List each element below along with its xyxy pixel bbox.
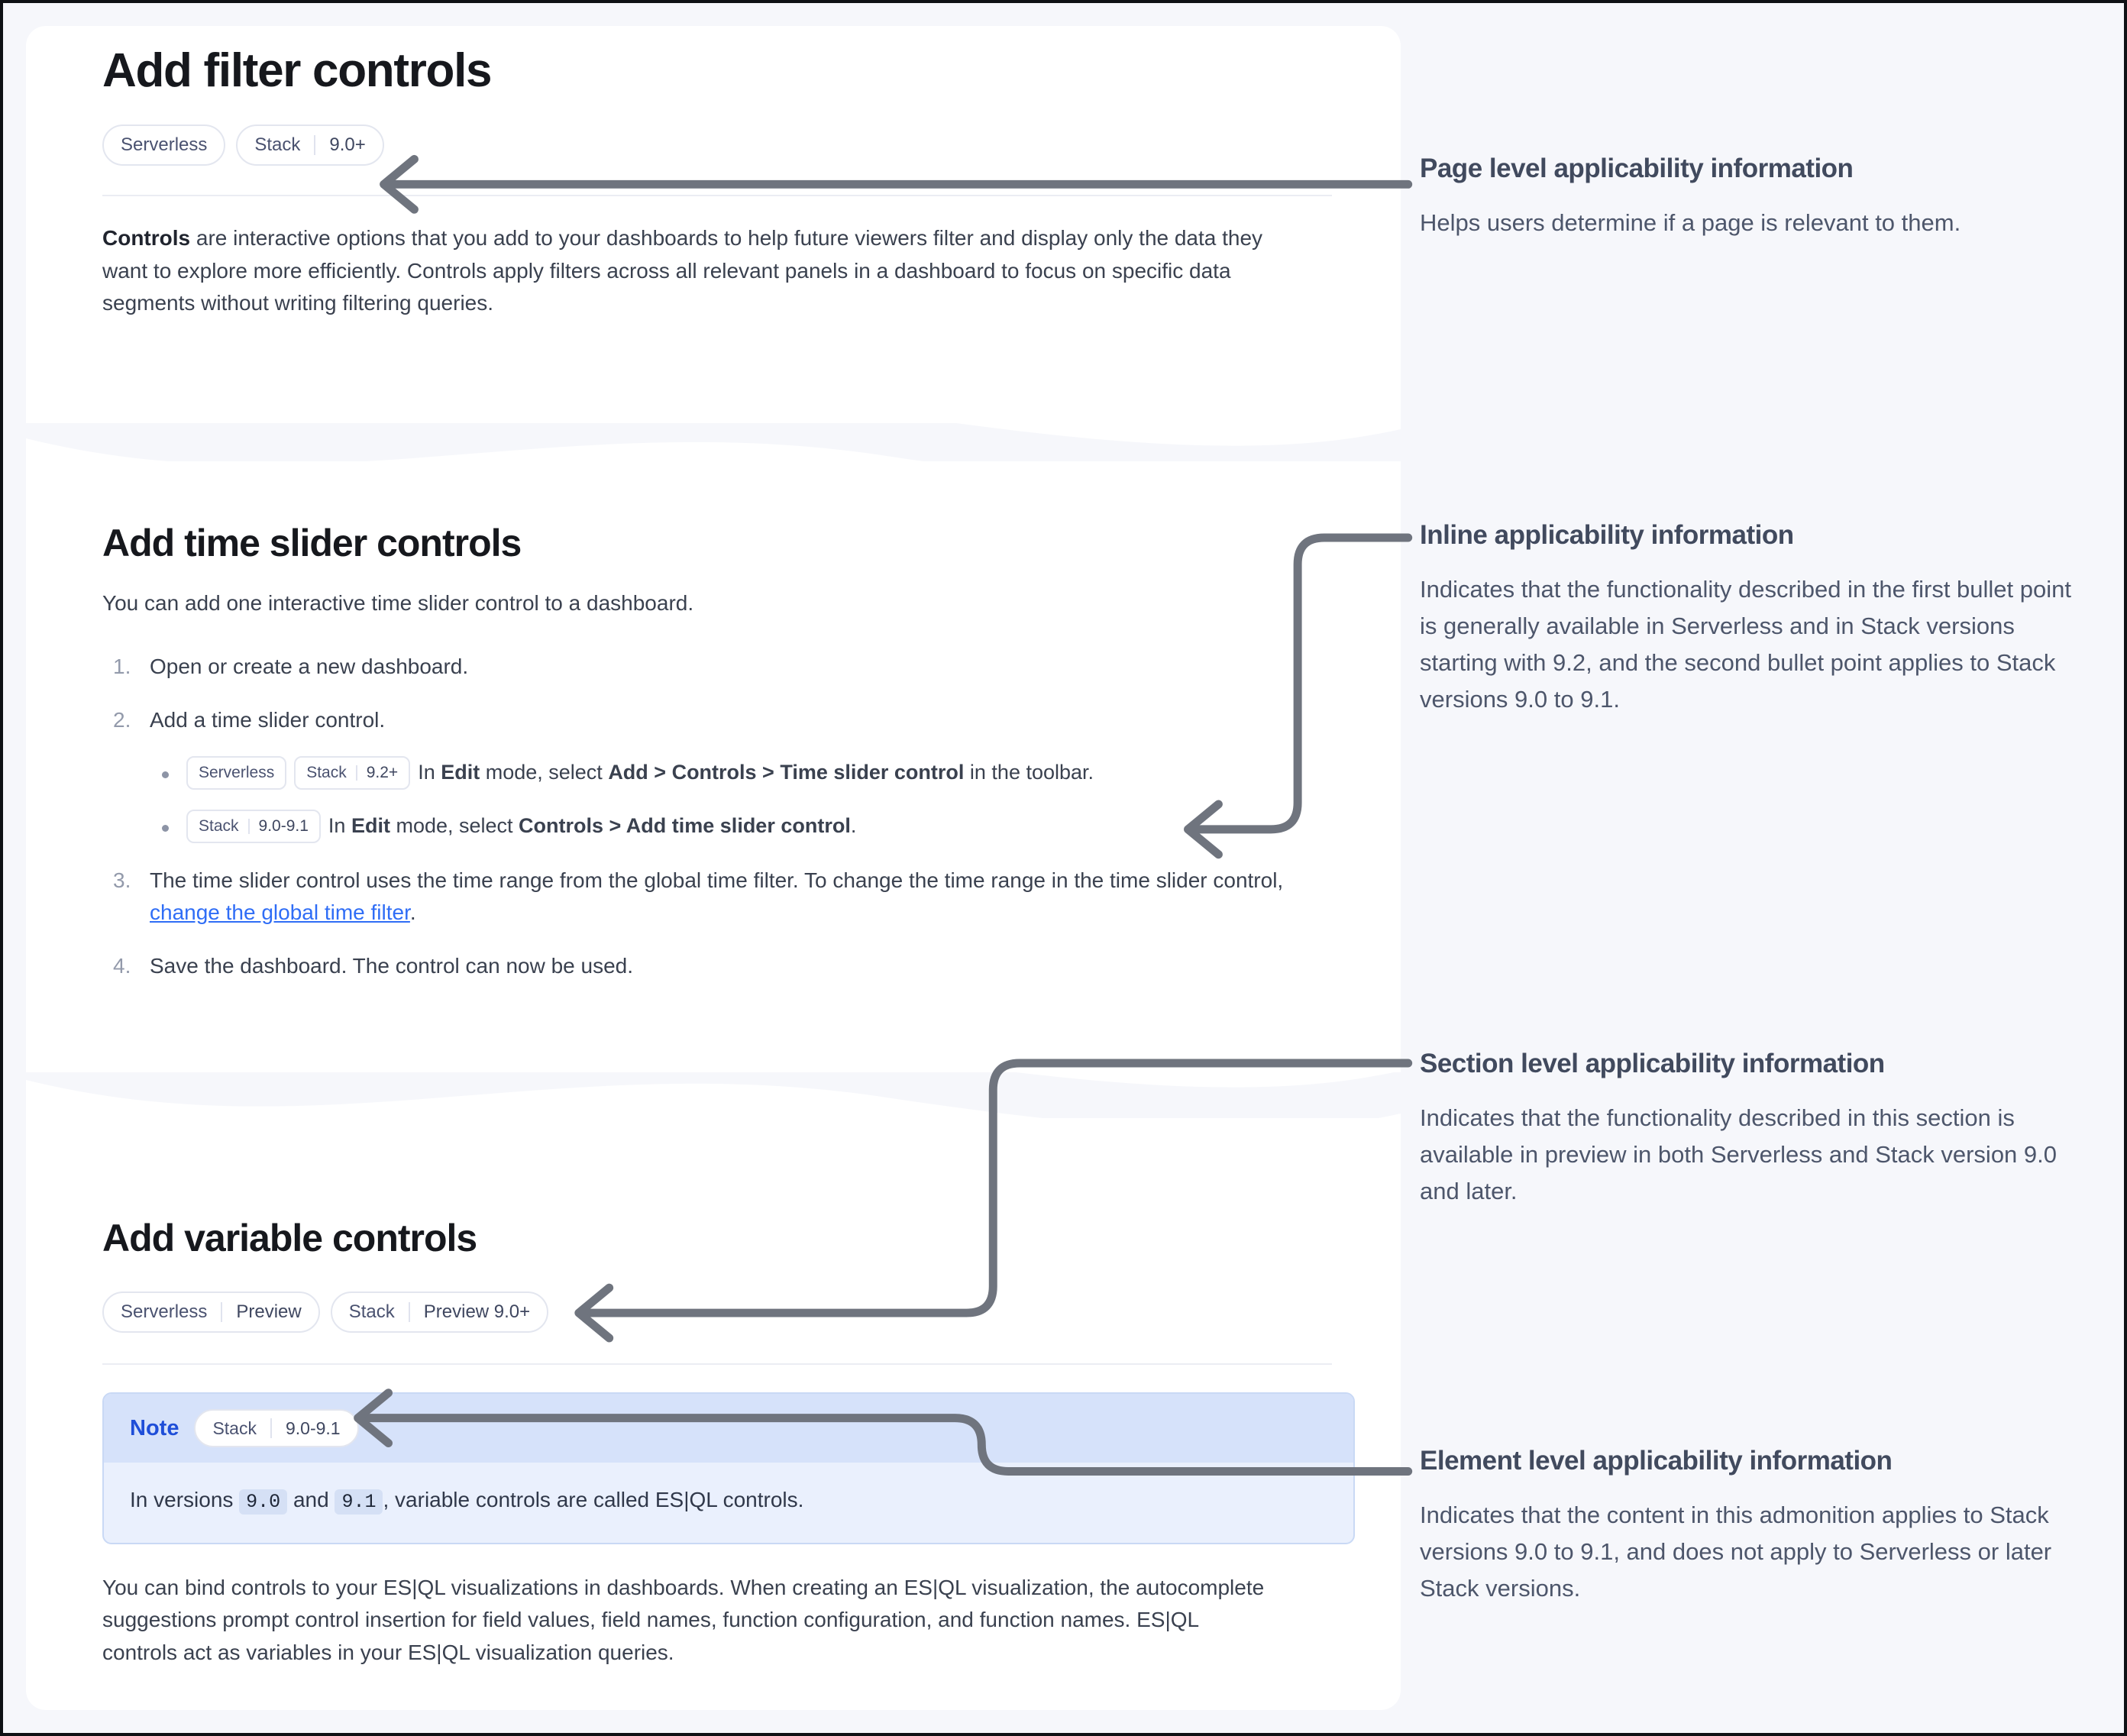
inline-badge-stack[interactable]: Stack 9.0-9.1 (186, 809, 321, 843)
annotation-page-level: Page level applicability information Hel… (1420, 153, 2077, 241)
text-fragment: In (418, 760, 441, 784)
badge-separator (355, 765, 357, 781)
text-fragment: in the toolbar. (964, 760, 1094, 784)
annotation-title: Inline applicability information (1420, 520, 1794, 550)
sub-bullet-item: Serverless Stack 9.2+ In Edit mode, sele… (150, 755, 1332, 790)
badge-name: Serverless (121, 134, 208, 156)
badge-name: Serverless (121, 1301, 208, 1322)
step-item: Add a time slider control. Serverless St… (102, 704, 1332, 843)
badge-serverless-preview[interactable]: Serverless Preview (102, 1291, 320, 1333)
annotation-section-level: Section level applicability information … (1420, 1048, 2077, 1210)
page-header-content: Add filter controls Serverless Stack 9.0… (102, 44, 1332, 320)
badge-name: Stack (348, 1301, 395, 1322)
text-fragment-bold: Edit (441, 760, 480, 784)
text-fragment-bold: Add > Controls > Time slider control (608, 760, 965, 784)
step-item: Open or create a new dashboard. (102, 651, 1332, 683)
badge-version: Preview (236, 1301, 302, 1322)
step-item: The time slider control uses the time ra… (102, 865, 1340, 929)
badge-separator (314, 135, 316, 156)
annotation-title: Page level applicability information (1420, 154, 1854, 183)
sub-bullet-list: Serverless Stack 9.2+ In Edit mode, sele… (150, 755, 1332, 843)
documentation-column: Add filter controls Serverless Stack 9.0… (26, 3, 1401, 1733)
intro-rest: are interactive options that you add to … (102, 226, 1263, 315)
step-text-after: . (409, 900, 416, 924)
badge-stack[interactable]: Stack 9.0+ (236, 124, 384, 166)
badge-name: Stack (254, 134, 301, 156)
page-title: Add filter controls (102, 44, 493, 97)
badge-separator (270, 1418, 272, 1438)
wave-divider-2 (26, 1026, 1401, 1118)
inline-badge-serverless[interactable]: Serverless (186, 755, 287, 790)
note-header: Note Stack 9.0-9.1 (104, 1394, 1353, 1463)
intro-paragraph: Controls are interactive options that yo… (102, 222, 1294, 320)
variable-controls-body: You can bind controls to your ES|QL visu… (102, 1575, 1265, 1664)
step-text: Save the dashboard. The control can now … (150, 953, 634, 978)
badge-separator (408, 1302, 410, 1322)
header-divider (102, 195, 1332, 197)
sub-bullet-text: In Edit mode, select Controls > Add time… (328, 812, 856, 841)
badge-serverless[interactable]: Serverless (102, 124, 226, 166)
text-fragment: mode, select (480, 760, 609, 784)
badge-stack-preview[interactable]: Stack Preview 9.0+ (330, 1291, 549, 1333)
badge-separator (247, 818, 250, 834)
text-fragment-bold: Edit (351, 813, 390, 837)
note-label: Note (130, 1415, 179, 1440)
code-version-90: 9.0 (239, 1489, 288, 1515)
global-time-filter-link[interactable]: change the global time filter (150, 900, 410, 924)
section-title-time-slider: Add time slider controls (102, 522, 522, 564)
step-text: Open or create a new dashboard. (150, 654, 469, 678)
section-divider (102, 1363, 1332, 1365)
screenshot-canvas: Add filter controls Serverless Stack 9.0… (3, 3, 2124, 1733)
text-fragment: In versions (130, 1488, 240, 1511)
badge-name: Stack (199, 817, 239, 836)
step-item: Save the dashboard. The control can now … (102, 950, 1332, 982)
section-title-variable: Add variable controls (102, 1217, 477, 1259)
section-applicability-badges: Serverless Preview Stack Preview 9.0+ (102, 1291, 1332, 1333)
time-slider-steps: Open or create a new dashboard. Add a ti… (102, 651, 1332, 982)
note-admonition: Note Stack 9.0-9.1 In versions 9.0 and 9… (102, 1392, 1355, 1544)
annotation-text: Indicates that the content in this admon… (1420, 1502, 2052, 1602)
step-text: Add a time slider control. (150, 707, 386, 732)
badge-version: 9.2+ (366, 764, 399, 782)
badge-name: Serverless (199, 764, 275, 782)
badge-separator (221, 1302, 223, 1322)
variable-controls-section: Add variable controls Serverless Preview… (102, 1217, 1355, 1669)
text-fragment: mode, select (390, 813, 519, 837)
annotation-element-level: Element level applicability information … (1420, 1445, 2077, 1607)
time-slider-intro: You can add one interactive time slider … (102, 591, 694, 615)
text-fragment: and (287, 1488, 335, 1511)
badge-version: Preview 9.0+ (423, 1301, 531, 1322)
note-badge-stack[interactable]: Stack 9.0-9.1 (194, 1409, 359, 1447)
annotation-title: Section level applicability information (1420, 1049, 1885, 1078)
text-fragment-bold: Controls > Add time slider control (519, 813, 851, 837)
annotation-inline: Inline applicability information Indicat… (1420, 519, 2077, 718)
badge-name: Stack (306, 764, 347, 782)
annotation-title: Element level applicability information (1420, 1446, 1893, 1476)
note-body: In versions 9.0 and 9.1, variable contro… (104, 1463, 1353, 1543)
badge-name: Stack (212, 1418, 257, 1438)
text-fragment: , variable controls are called ES|QL con… (383, 1488, 804, 1511)
inline-badge-stack[interactable]: Stack 9.2+ (294, 755, 411, 790)
badge-version: 9.0-9.1 (258, 817, 309, 836)
text-fragment: In (328, 813, 351, 837)
annotation-text: Helps users determine if a page is relev… (1420, 209, 1961, 236)
annotation-text: Indicates that the functionality describ… (1420, 576, 2071, 713)
annotation-text: Indicates that the functionality describ… (1420, 1104, 2058, 1205)
page-applicability-badges: Serverless Stack 9.0+ (102, 124, 1332, 166)
intro-lead: Controls (102, 226, 191, 251)
badge-version: 9.0+ (329, 134, 366, 156)
step-text: The time slider control uses the time ra… (150, 868, 1284, 892)
text-fragment: . (850, 813, 857, 837)
sub-bullet-item: Stack 9.0-9.1 In Edit mode, select Contr… (150, 809, 1332, 843)
sub-bullet-text: In Edit mode, select Add > Controls > Ti… (418, 758, 1094, 787)
badge-version: 9.0-9.1 (285, 1418, 341, 1438)
panel-page-header (26, 26, 1401, 423)
time-slider-section: Add time slider controls You can add one… (102, 522, 1332, 1004)
code-version-91: 9.1 (335, 1489, 383, 1515)
